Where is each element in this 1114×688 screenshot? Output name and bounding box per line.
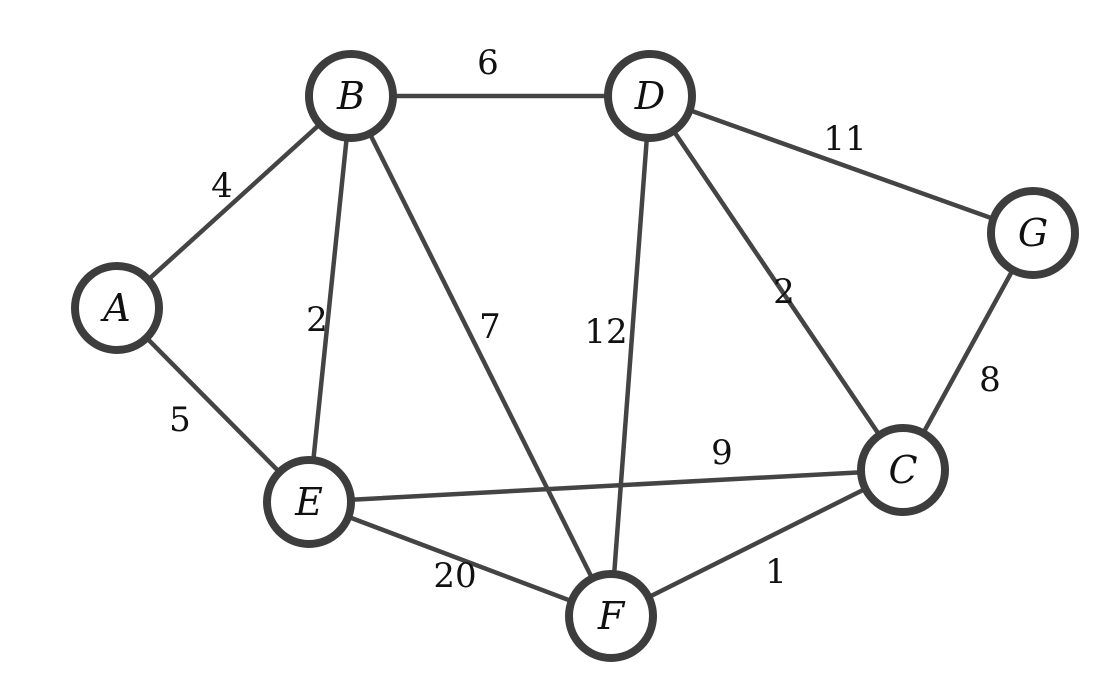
edge-weight-d-f: 12 bbox=[584, 312, 627, 352]
edge-b-e bbox=[306, 93, 354, 505]
edge-weight-b-e: 2 bbox=[306, 300, 328, 340]
edge-d-c bbox=[647, 93, 906, 473]
node-d: D bbox=[604, 50, 696, 142]
edge-weight-e-c: 9 bbox=[711, 433, 733, 473]
edge-weight-a-e: 5 bbox=[169, 400, 191, 440]
node-f: F bbox=[565, 570, 657, 662]
node-label-g: G bbox=[1018, 211, 1048, 255]
node-circle-g bbox=[987, 187, 1079, 279]
node-circle-e bbox=[263, 456, 355, 548]
node-label-f: F bbox=[597, 594, 626, 638]
edge-weight-d-c: 2 bbox=[773, 272, 795, 312]
edge-weight-e-f: 20 bbox=[433, 556, 476, 596]
node-label-b: B bbox=[336, 74, 365, 118]
edge-f-c bbox=[608, 467, 906, 619]
node-label-a: A bbox=[100, 286, 130, 330]
edge-d-g bbox=[647, 93, 1036, 236]
node-circle-d bbox=[604, 50, 696, 142]
edge-e-f bbox=[306, 499, 614, 619]
edge-b-f bbox=[348, 93, 614, 619]
edge-a-b bbox=[114, 93, 354, 311]
node-a: A bbox=[71, 262, 163, 354]
edge-weight-b-d: 6 bbox=[477, 43, 499, 83]
edge-d-f bbox=[608, 93, 653, 619]
edge-weight-g-c: 8 bbox=[979, 360, 1001, 400]
edge-weights-layer: 4 5 6 2 7 11 12 2 8 9 20 1 bbox=[169, 43, 1001, 596]
edge-weight-a-b: 4 bbox=[211, 166, 233, 206]
node-g: G bbox=[987, 187, 1079, 279]
nodes-layer: A B D G C E F bbox=[71, 50, 1079, 662]
node-label-e: E bbox=[294, 480, 323, 524]
node-c: C bbox=[857, 424, 949, 516]
edge-weight-d-g: 11 bbox=[823, 119, 866, 159]
node-circle-a bbox=[71, 262, 163, 354]
edge-e-c bbox=[306, 467, 906, 505]
node-label-d: D bbox=[634, 74, 665, 118]
node-b: B bbox=[305, 50, 397, 142]
node-e: E bbox=[263, 456, 355, 548]
node-circle-b bbox=[305, 50, 397, 142]
node-circle-c bbox=[857, 424, 949, 516]
node-circle-f bbox=[565, 570, 657, 662]
node-label-c: C bbox=[888, 448, 917, 492]
edges-layer bbox=[114, 93, 1036, 619]
edge-weight-f-c: 1 bbox=[765, 552, 787, 592]
edge-weight-b-f: 7 bbox=[479, 307, 501, 347]
